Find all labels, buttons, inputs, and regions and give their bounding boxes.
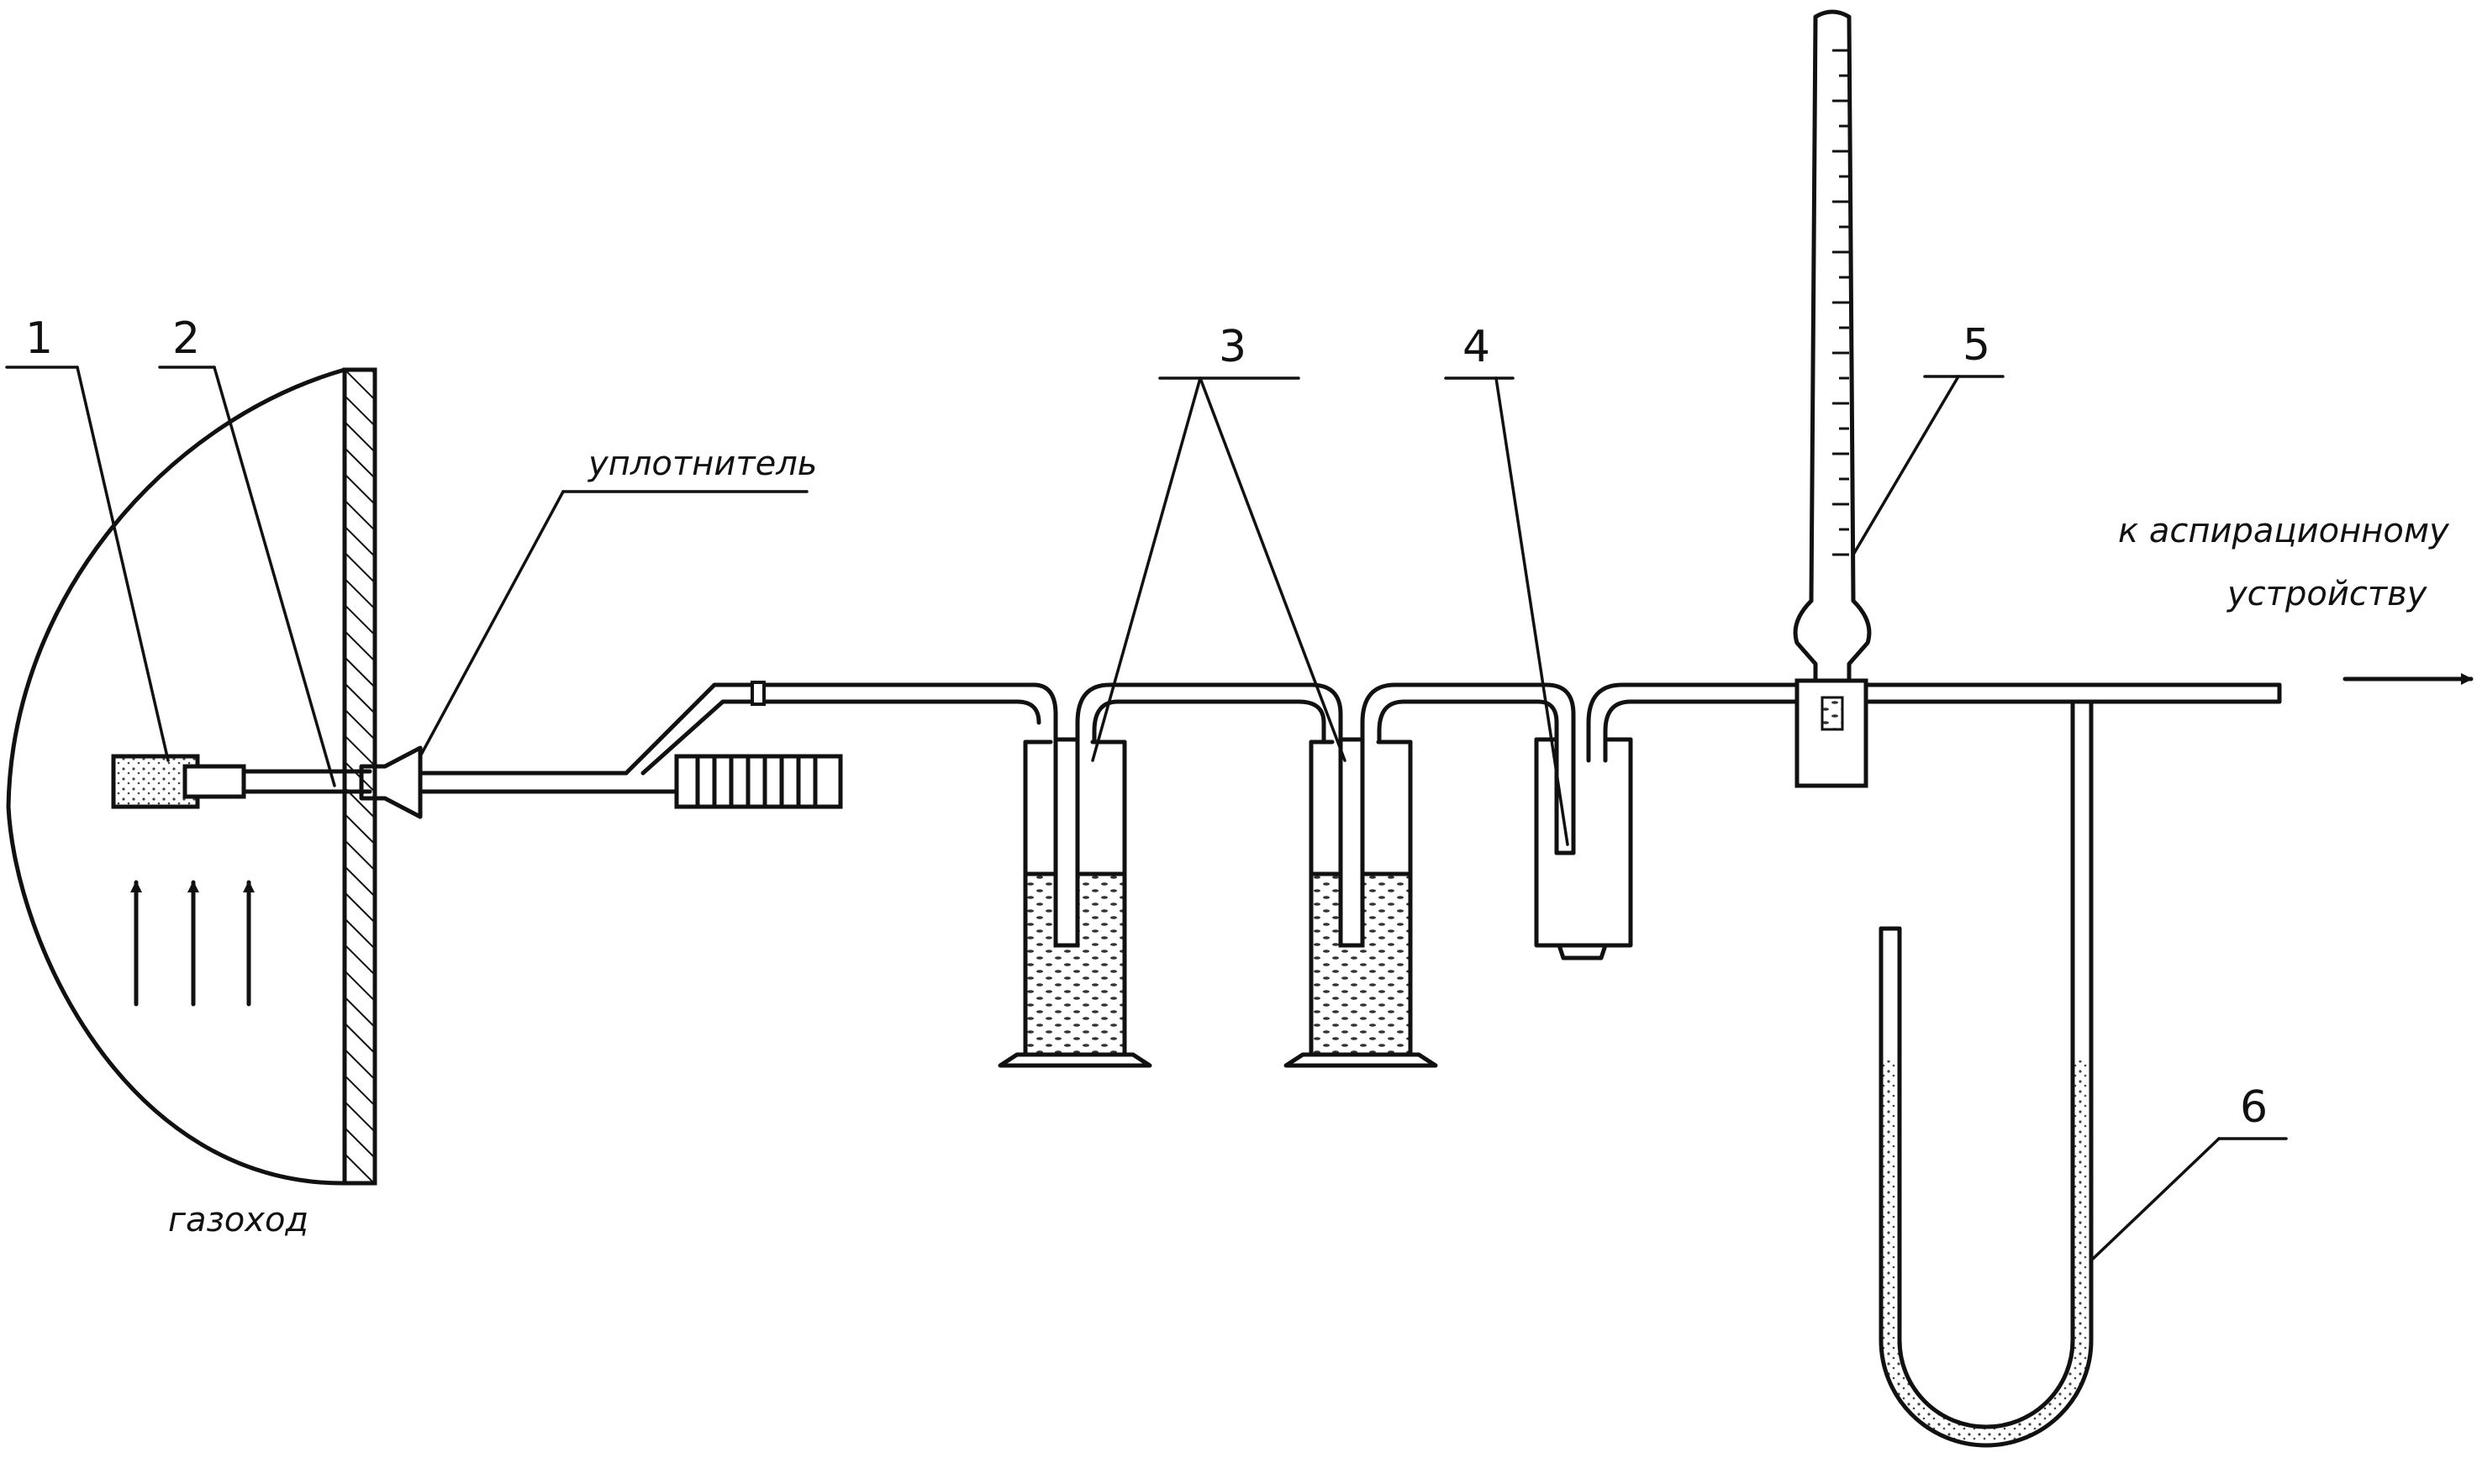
svg-text:1: 1 bbox=[25, 313, 53, 364]
absorber-bottle-2 bbox=[1283, 737, 1438, 1068]
svg-text:6: 6 bbox=[2240, 1082, 2268, 1133]
callout-3: 3 bbox=[1091, 322, 1346, 762]
svg-text:5: 5 bbox=[1963, 320, 1990, 371]
filter-cartridge bbox=[111, 754, 246, 809]
absorber-bottle-1 bbox=[998, 737, 1152, 1068]
heater-coil bbox=[674, 754, 843, 809]
svg-text:2: 2 bbox=[172, 313, 200, 364]
flue-caption: газоход bbox=[168, 1201, 308, 1239]
sampling-probe-tube bbox=[241, 769, 372, 794]
drying-vessel bbox=[1534, 737, 1633, 960]
connector-sleeve-left bbox=[751, 681, 766, 706]
callout-4: 4 bbox=[1444, 322, 1569, 846]
seal bbox=[359, 745, 423, 819]
aspirator-caption-line1: к аспирационному bbox=[2118, 512, 2450, 550]
svg-text:4: 4 bbox=[1462, 322, 1490, 372]
flue-duct-outline bbox=[6, 367, 347, 1186]
callout-6: 6 bbox=[2089, 1082, 2288, 1262]
callout-1: 1 bbox=[5, 313, 170, 762]
callout-2: 2 bbox=[158, 313, 336, 787]
sampling-line-to-bubblers bbox=[418, 682, 1036, 794]
gas-flow-arrows bbox=[130, 880, 255, 1007]
svg-text:3: 3 bbox=[1219, 322, 1246, 372]
aspirator-caption-line2: устройству bbox=[2226, 575, 2428, 613]
thermometer bbox=[1793, 9, 1872, 788]
u-tube-manometer bbox=[1879, 702, 2094, 1448]
callout-seal: уплотнитель bbox=[419, 445, 817, 758]
callout-5: 5 bbox=[1852, 320, 2005, 556]
connecting-tubes bbox=[1014, 682, 2282, 855]
svg-text:уплотнитель: уплотнитель bbox=[588, 445, 817, 483]
